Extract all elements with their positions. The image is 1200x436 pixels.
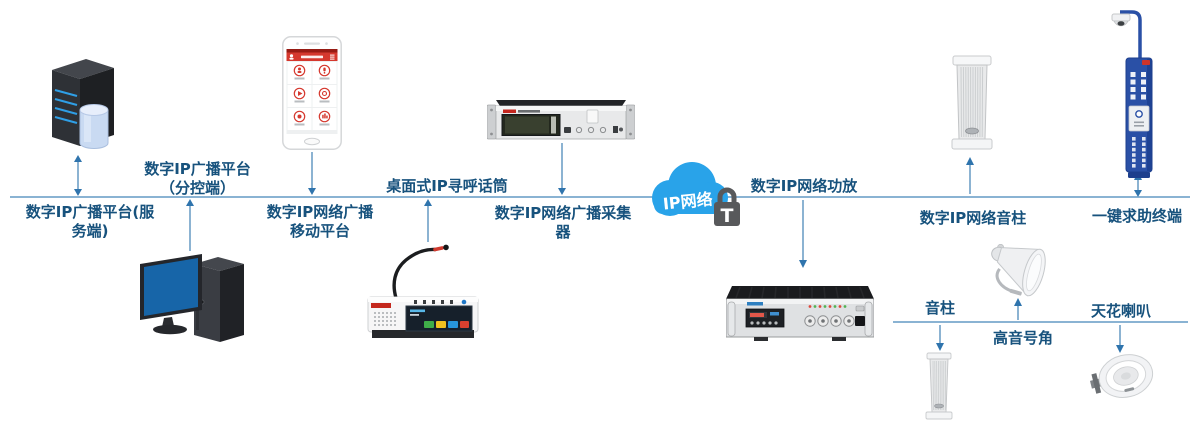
paging-mic-device-icon <box>362 240 484 348</box>
lock-icon: T <box>714 187 740 227</box>
label-network-column: 数字IP网络音柱 <box>919 209 1027 227</box>
label-platform-branch: 数字IP广播平台 （分控端） <box>144 160 251 198</box>
help-terminal-device-icon <box>1098 4 1173 188</box>
ceiling-speaker-icon <box>1086 350 1158 408</box>
label-help-terminal: 一键求助终端 <box>1091 207 1182 225</box>
horn-speaker-icon <box>982 243 1054 306</box>
network-column-speaker-icon <box>946 55 998 159</box>
label-collector: 数字IP网络广播采集器 <box>494 204 632 242</box>
label-horn: 高音号角 <box>992 329 1053 347</box>
label-paging-mic: 桌面式IP寻呼话筒 <box>386 177 508 195</box>
ip-network-cloud: IP网络 T <box>646 158 756 237</box>
server-device-icon <box>40 54 120 158</box>
column-speaker-icon <box>922 352 956 428</box>
collector-device-icon <box>486 99 636 147</box>
amplifier-device-icon <box>725 285 875 347</box>
label-mobile-platform: 数字IP网络广播 移动平台 <box>266 203 374 241</box>
mobile-phone-device-icon <box>282 36 342 154</box>
lock-glyph: T <box>721 205 734 227</box>
label-platform-server: 数字IP广播平台(服 务端) <box>25 203 155 241</box>
label-amplifier: 数字IP网络功放 <box>750 177 858 195</box>
computer-device-icon <box>138 252 253 352</box>
label-ceiling: 天花喇叭 <box>1090 302 1151 320</box>
label-column: 音柱 <box>924 299 955 317</box>
